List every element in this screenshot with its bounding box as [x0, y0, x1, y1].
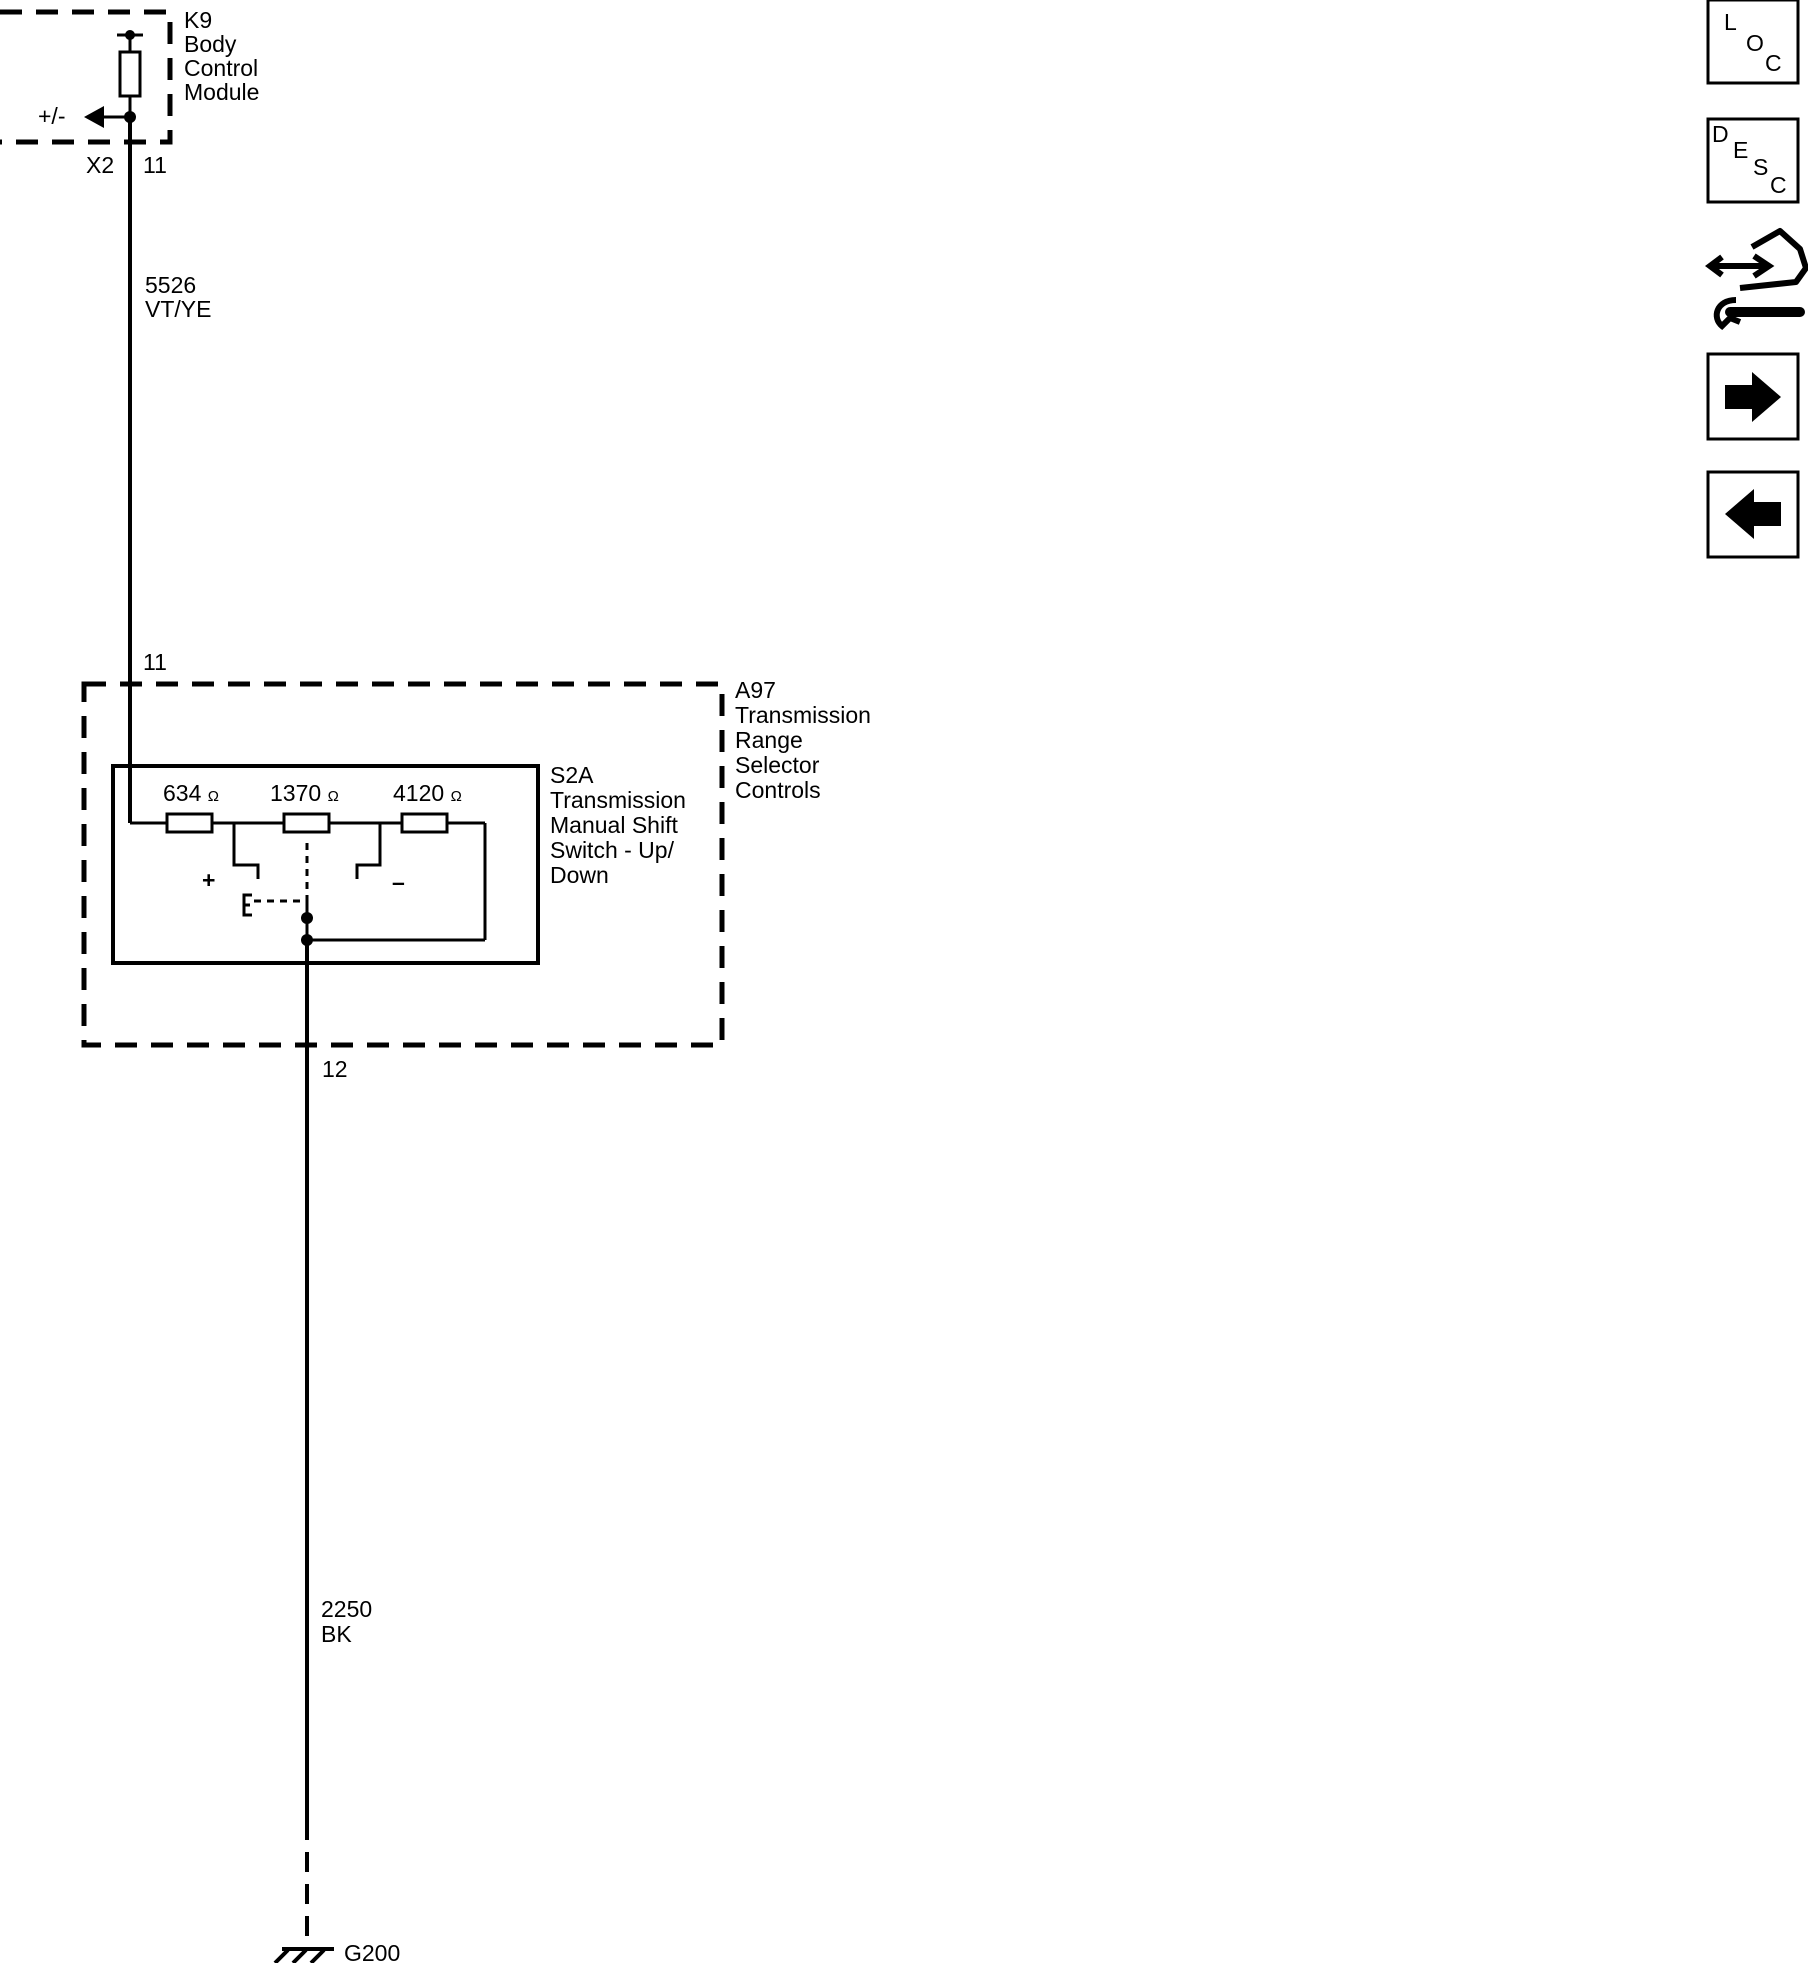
k9-signal-arrow	[84, 106, 104, 128]
wire-5526-circuit-label: 5526	[145, 272, 196, 298]
s2a-switch: S2A Transmission Manual Shift Switch - U…	[111, 762, 686, 965]
ground-hatch-1	[273, 1948, 290, 1963]
resistor-1370	[282, 812, 331, 834]
k9-name-line-3: Module	[184, 79, 259, 105]
next-button-frame	[1706, 352, 1800, 441]
wire-5526: 5526 VT/YE	[128, 117, 211, 823]
loc-letter-c: C	[1765, 50, 1782, 76]
desc-letter-c: C	[1770, 172, 1787, 198]
wire-5526-color-label: VT/YE	[145, 296, 211, 322]
previous-button[interactable]	[1706, 470, 1800, 559]
arrow-right-icon	[1725, 372, 1781, 422]
a97-pin-in-label: 11	[143, 649, 167, 675]
desc-letter-e: E	[1733, 137, 1748, 163]
resistor-4120	[400, 812, 449, 834]
loc-letter-o: O	[1746, 30, 1764, 56]
k9-connector-label: X2	[86, 152, 114, 178]
resistor-4120-label: 4120 Ω	[393, 780, 462, 806]
ground-hatch-2	[291, 1948, 308, 1963]
desc-button[interactable]: D E S C	[1706, 117, 1800, 204]
resistor-1370-label: 1370 Ω	[270, 780, 339, 806]
ohm-symbol-1: Ω	[208, 788, 219, 805]
up-contact-lead	[232, 823, 260, 879]
a97-name-line-3: Selector	[735, 752, 820, 778]
k9-module: +/- K9 Body Control Module X2 11	[0, 7, 259, 178]
arrow-left-icon	[1725, 489, 1781, 539]
k9-id-label: K9	[184, 7, 212, 33]
down-minus-label: –	[392, 869, 405, 895]
previous-button-frame	[1706, 470, 1800, 559]
a97-pin-out-label: 12	[322, 1056, 348, 1082]
k9-polarity-label: +/-	[38, 103, 65, 129]
k9-name-line-1: Body	[184, 31, 237, 57]
resistor-634	[165, 812, 214, 834]
a97-dashed-border	[81, 681, 725, 1048]
loc-button[interactable]: L O C	[1706, 0, 1800, 85]
a97-name-line-2: Range	[735, 727, 803, 753]
a97-name-line-4: Controls	[735, 777, 821, 803]
wrench-head-icon	[1713, 297, 1742, 331]
next-button[interactable]	[1706, 352, 1800, 441]
s2a-name-line-2: Manual Shift	[550, 812, 678, 838]
connector-arrow-left-icon	[1705, 254, 1726, 278]
connector-hand-icon	[1739, 228, 1808, 291]
desc-letter-s: S	[1753, 154, 1768, 180]
wire-2250-color-label: BK	[321, 1621, 352, 1647]
k9-pin-label: 11	[143, 152, 167, 178]
ground-hatch-3	[309, 1948, 326, 1963]
connector-service-button[interactable]	[1705, 228, 1808, 331]
up-contact-blade	[242, 893, 252, 917]
desc-button-frame	[1706, 117, 1800, 204]
connector-service-icon	[1705, 228, 1808, 331]
desc-letter-d: D	[1712, 121, 1729, 147]
ohm-symbol-2: Ω	[328, 788, 339, 805]
down-contact-lead	[355, 823, 382, 879]
k9-pull-resistor	[118, 50, 142, 98]
a97-id-label: A97	[735, 677, 776, 703]
wire-2250: 2250 BK	[305, 940, 372, 1945]
k9-dashed-border	[0, 9, 173, 145]
s2a-border	[111, 764, 540, 965]
s2a-name-line-3: Switch - Up/	[550, 837, 675, 863]
a97-module: 11 A97 Transmission Range Selector Contr…	[81, 649, 871, 1082]
a97-name-line-1: Transmission	[735, 702, 871, 728]
s2a-name-line-4: Down	[550, 862, 609, 888]
k9-name-line-2: Control	[184, 55, 258, 81]
wire-2250-circuit-label: 2250	[321, 1596, 372, 1622]
common-node-1	[301, 912, 313, 924]
ground-g200: G200	[273, 1940, 400, 1963]
s2a-id-label: S2A	[550, 762, 594, 788]
ground-id-label: G200	[344, 1940, 400, 1963]
loc-button-frame	[1706, 0, 1800, 85]
up-plus-label: +	[202, 867, 215, 893]
loc-letter-l: L	[1724, 9, 1737, 35]
ohm-symbol-3: Ω	[451, 788, 462, 805]
s2a-name-line-1: Transmission	[550, 787, 686, 813]
resistor-634-label: 634 Ω	[163, 780, 219, 806]
